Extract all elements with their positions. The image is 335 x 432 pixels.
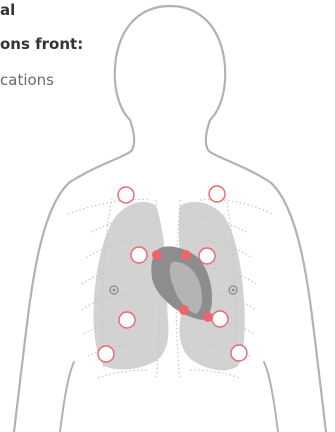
reference-marker-left-dot (113, 289, 116, 292)
reference-marker-right-dot (232, 289, 235, 292)
right-inner-arm-line (264, 362, 278, 432)
filled-point-marker (203, 312, 213, 322)
open-circle-marker (231, 345, 247, 361)
open-circle-marker (118, 187, 134, 203)
left-inner-arm-line (60, 362, 74, 432)
filled-point-marker (152, 250, 162, 260)
open-circle-marker (131, 247, 147, 263)
open-circle-marker (199, 248, 215, 264)
open-circle-marker (212, 311, 228, 327)
open-circle-marker (98, 346, 114, 362)
filled-point-marker (179, 305, 189, 315)
open-circle-marker (119, 312, 135, 328)
open-circle-marker (209, 186, 225, 202)
body-outline (14, 6, 326, 432)
filled-point-marker (181, 250, 191, 260)
